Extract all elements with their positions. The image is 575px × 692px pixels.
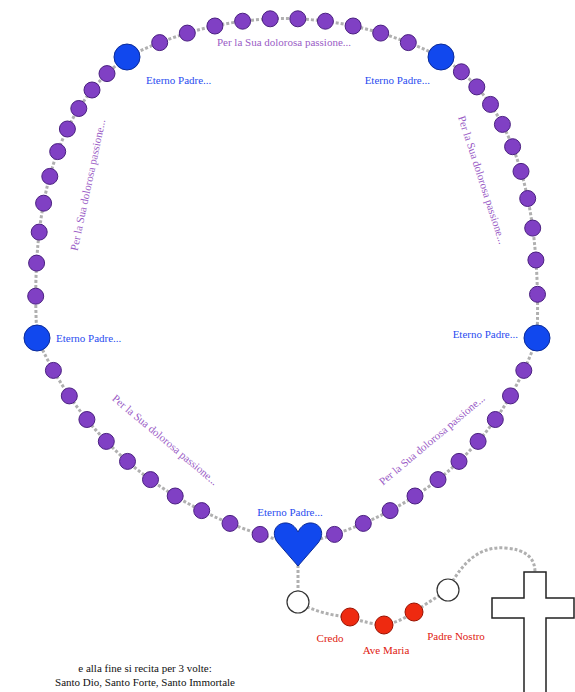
small-bead: [79, 412, 95, 428]
small-bead: [31, 224, 47, 240]
small-bead: [317, 13, 333, 29]
small-bead: [530, 286, 546, 302]
small-bead: [71, 101, 87, 117]
small-bead: [513, 163, 529, 179]
bead-label: Per la Sua dolorosa passione...: [109, 392, 220, 488]
bead-label: Eterno Padre...: [257, 506, 322, 519]
small-bead: [36, 195, 52, 211]
small-bead: [28, 288, 44, 304]
heart-bead: [274, 523, 321, 566]
bead-label: Eterno Padre...: [453, 328, 518, 341]
chain: [298, 338, 537, 545]
chain: [36, 19, 538, 626]
small-bead: [430, 472, 446, 488]
small-bead: [99, 66, 115, 82]
small-bead: [400, 35, 416, 51]
small-bead: [327, 526, 343, 542]
small-bead: [494, 116, 510, 132]
small-bead: [453, 64, 469, 80]
red-bead: [341, 608, 359, 626]
chain: [448, 548, 535, 590]
small-bead: [505, 139, 521, 155]
small-bead: [451, 453, 467, 469]
small-bead: [503, 388, 519, 404]
small-bead: [179, 25, 195, 41]
bead-label: Eterno Padre...: [146, 74, 211, 87]
bead-label: Eterno Padre...: [56, 332, 121, 345]
chain: [36, 57, 127, 338]
small-bead: [516, 362, 532, 378]
small-bead: [528, 252, 544, 268]
large-bead: [524, 325, 550, 351]
small-bead: [98, 433, 114, 449]
white-bead: [287, 591, 309, 613]
small-bead: [167, 488, 183, 504]
chain: [298, 590, 448, 625]
chain: [127, 19, 441, 58]
bead-label: Ave Maria: [363, 644, 410, 657]
small-bead: [50, 144, 66, 160]
small-bead: [143, 472, 159, 488]
small-bead: [487, 412, 503, 428]
small-bead: [84, 82, 100, 98]
bead-label: Per la Sua dolorosa passione...: [68, 118, 109, 252]
small-bead: [469, 79, 485, 95]
bead-label: e alla fine si recita per 3 volte:: [78, 662, 211, 675]
red-bead: [405, 603, 423, 621]
small-bead: [61, 388, 77, 404]
bead-label: Per la Sua dolorosa passione...: [217, 36, 351, 49]
large-bead: [428, 44, 454, 70]
small-bead: [235, 13, 251, 29]
chain: [441, 57, 538, 338]
bead-label: Eterno Padre...: [365, 74, 430, 87]
bead-label: Per la Sua dolorosa passione...: [455, 114, 509, 246]
small-bead: [120, 453, 136, 469]
small-bead: [407, 488, 423, 504]
bead-label: Credo: [317, 632, 344, 645]
small-bead: [373, 25, 389, 41]
small-bead: [525, 220, 541, 236]
bead-label: Santo Dio, Santo Forte, Santo Immortale: [55, 676, 235, 689]
small-bead: [262, 11, 278, 27]
bead-label: Padre Nostro: [427, 630, 485, 643]
small-bead: [194, 503, 210, 519]
red-bead: [375, 616, 393, 634]
small-bead: [207, 18, 223, 34]
small-bead: [222, 515, 238, 531]
small-bead: [520, 191, 536, 207]
white-bead: [437, 579, 459, 601]
small-bead: [382, 503, 398, 519]
small-bead: [470, 433, 486, 449]
small-bead: [42, 168, 58, 184]
small-bead: [152, 35, 168, 51]
small-bead: [355, 515, 371, 531]
small-bead: [345, 18, 361, 34]
beads: [28, 11, 546, 543]
small-bead: [29, 255, 45, 271]
large-bead: [24, 325, 50, 351]
small-bead: [483, 96, 499, 112]
large-bead: [114, 44, 140, 70]
small-bead: [252, 526, 268, 542]
cross: [492, 572, 574, 692]
small-bead: [59, 121, 75, 137]
small-bead: [45, 362, 61, 378]
small-bead: [290, 11, 306, 27]
